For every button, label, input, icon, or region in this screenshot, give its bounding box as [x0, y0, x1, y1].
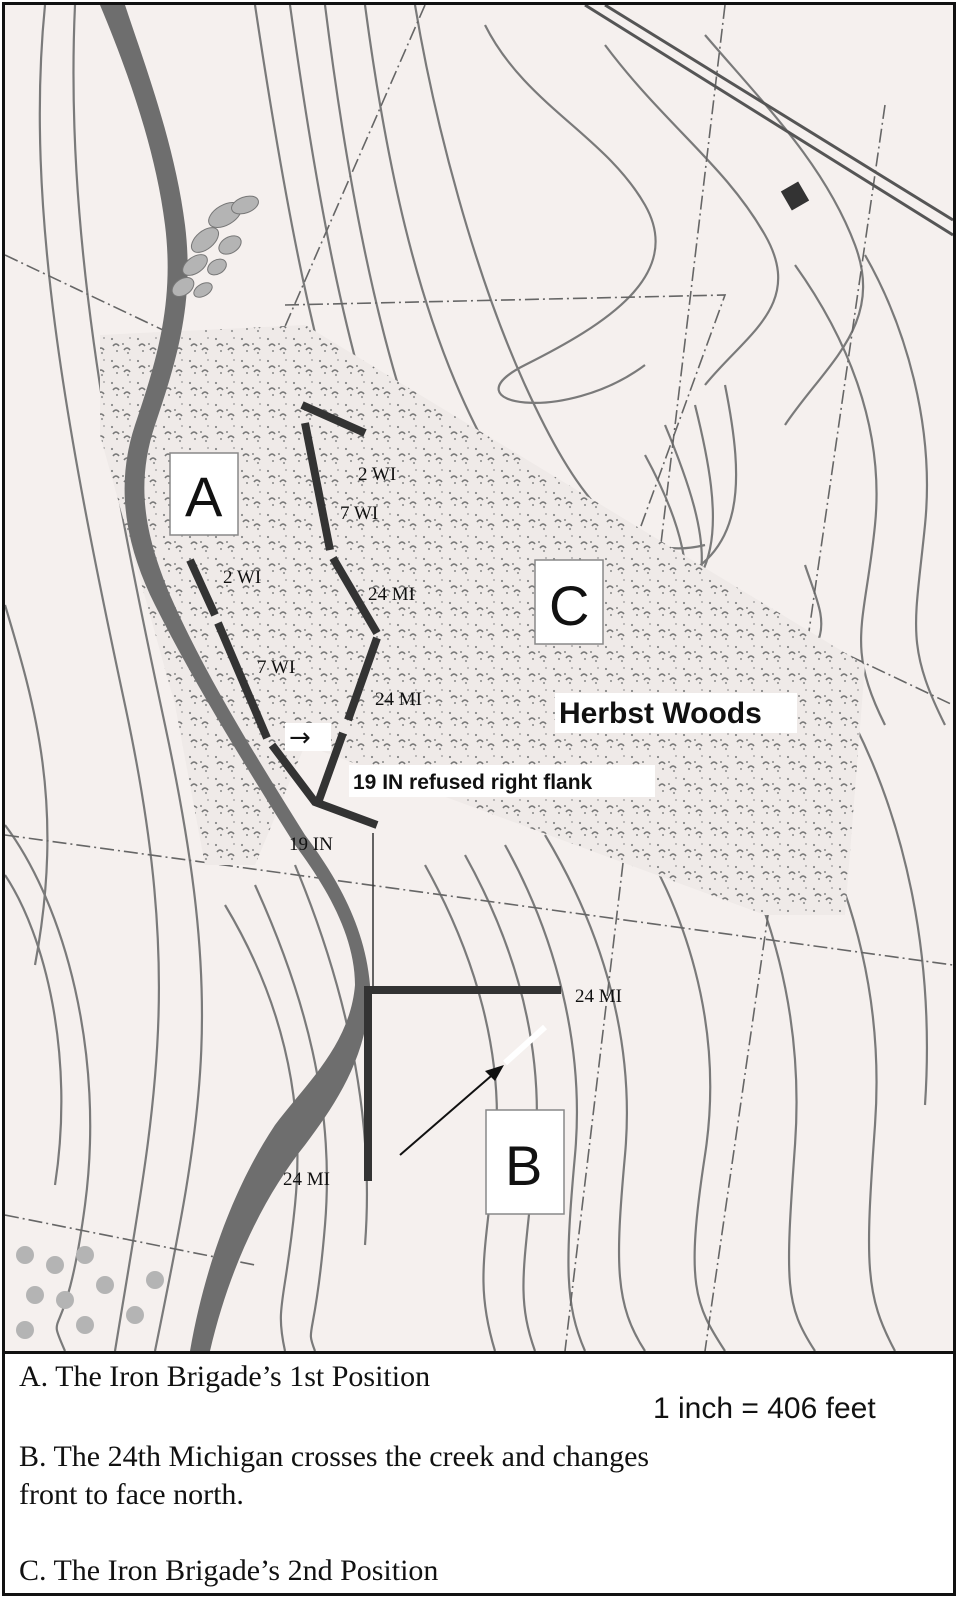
position-a-box: A [169, 452, 239, 536]
herbst-woods-area [100, 325, 865, 915]
unit-line-a-7wi [214, 621, 271, 740]
position-b-box: B [485, 1109, 565, 1215]
unit-line-c-2wi [300, 401, 367, 437]
orchard-texture [16, 1246, 164, 1339]
unit-label-b-24mi-south: 24 MI [283, 1169, 330, 1190]
position-c-letter: C [549, 574, 589, 637]
unit-line-c-24mi-lower [344, 636, 381, 722]
unit-line-c-24mi-upper [329, 555, 381, 636]
refused-flank-label: 19 IN refused right flank [353, 771, 593, 794]
arrow-label-bg [285, 723, 331, 751]
unit-line-c-19in [315, 731, 347, 802]
right-arrow-icon: → [289, 723, 311, 753]
unit-label-a-19in: 19 IN [289, 834, 333, 855]
position-a-letter: A [185, 465, 223, 528]
creek [100, 5, 370, 1351]
position-b-lines [364, 986, 561, 1181]
map-scale: 1 inch = 406 feet [653, 1392, 876, 1425]
road [584, 5, 953, 237]
position-c-lines [300, 401, 381, 802]
rock-outcrop-icon [171, 195, 259, 298]
unit-line-b-24mi [364, 986, 561, 1181]
unit-label-a-7wi: 7 WI [257, 657, 295, 678]
battle-map: 2 WI 7 WI 19 IN 2 WI 7 WI 24 MI 24 MI 24… [5, 5, 953, 1351]
unit-line-a-19in [268, 742, 379, 829]
legend-item-a: A. The Iron Brigade’s 1st Position [19, 1360, 431, 1393]
unit-label-a-2wi: 2 WI [223, 567, 261, 588]
legend-item-b: B. The 24th Michigan crosses the creek a… [19, 1440, 650, 1511]
unit-line-a-2wi [186, 558, 219, 617]
unit-line-c-7wi [301, 422, 334, 551]
unit-label-c-24mi-lower: 24 MI [375, 689, 422, 710]
position-c-box: C [534, 559, 604, 645]
movement-arrow-icon [399, 1024, 548, 1156]
legend-item-c: C. The Iron Brigade’s 2nd Position [19, 1554, 439, 1587]
position-b-letter: B [505, 1134, 542, 1197]
woods-label-bg [555, 693, 797, 733]
map-legend: A. The Iron Brigade’s 1st Position B. Th… [5, 1351, 953, 1593]
unit-label-c-2wi: 2 WI [358, 464, 396, 485]
position-a-lines [186, 558, 379, 829]
unit-label-b-24mi-east: 24 MI [575, 986, 622, 1007]
refused-flank-label-bg [349, 765, 655, 797]
building-icon [780, 181, 810, 211]
unit-label-c-24mi-upper: 24 MI [368, 584, 415, 605]
unit-label-c-7wi: 7 WI [340, 503, 378, 524]
woods-label: Herbst Woods [559, 697, 762, 730]
